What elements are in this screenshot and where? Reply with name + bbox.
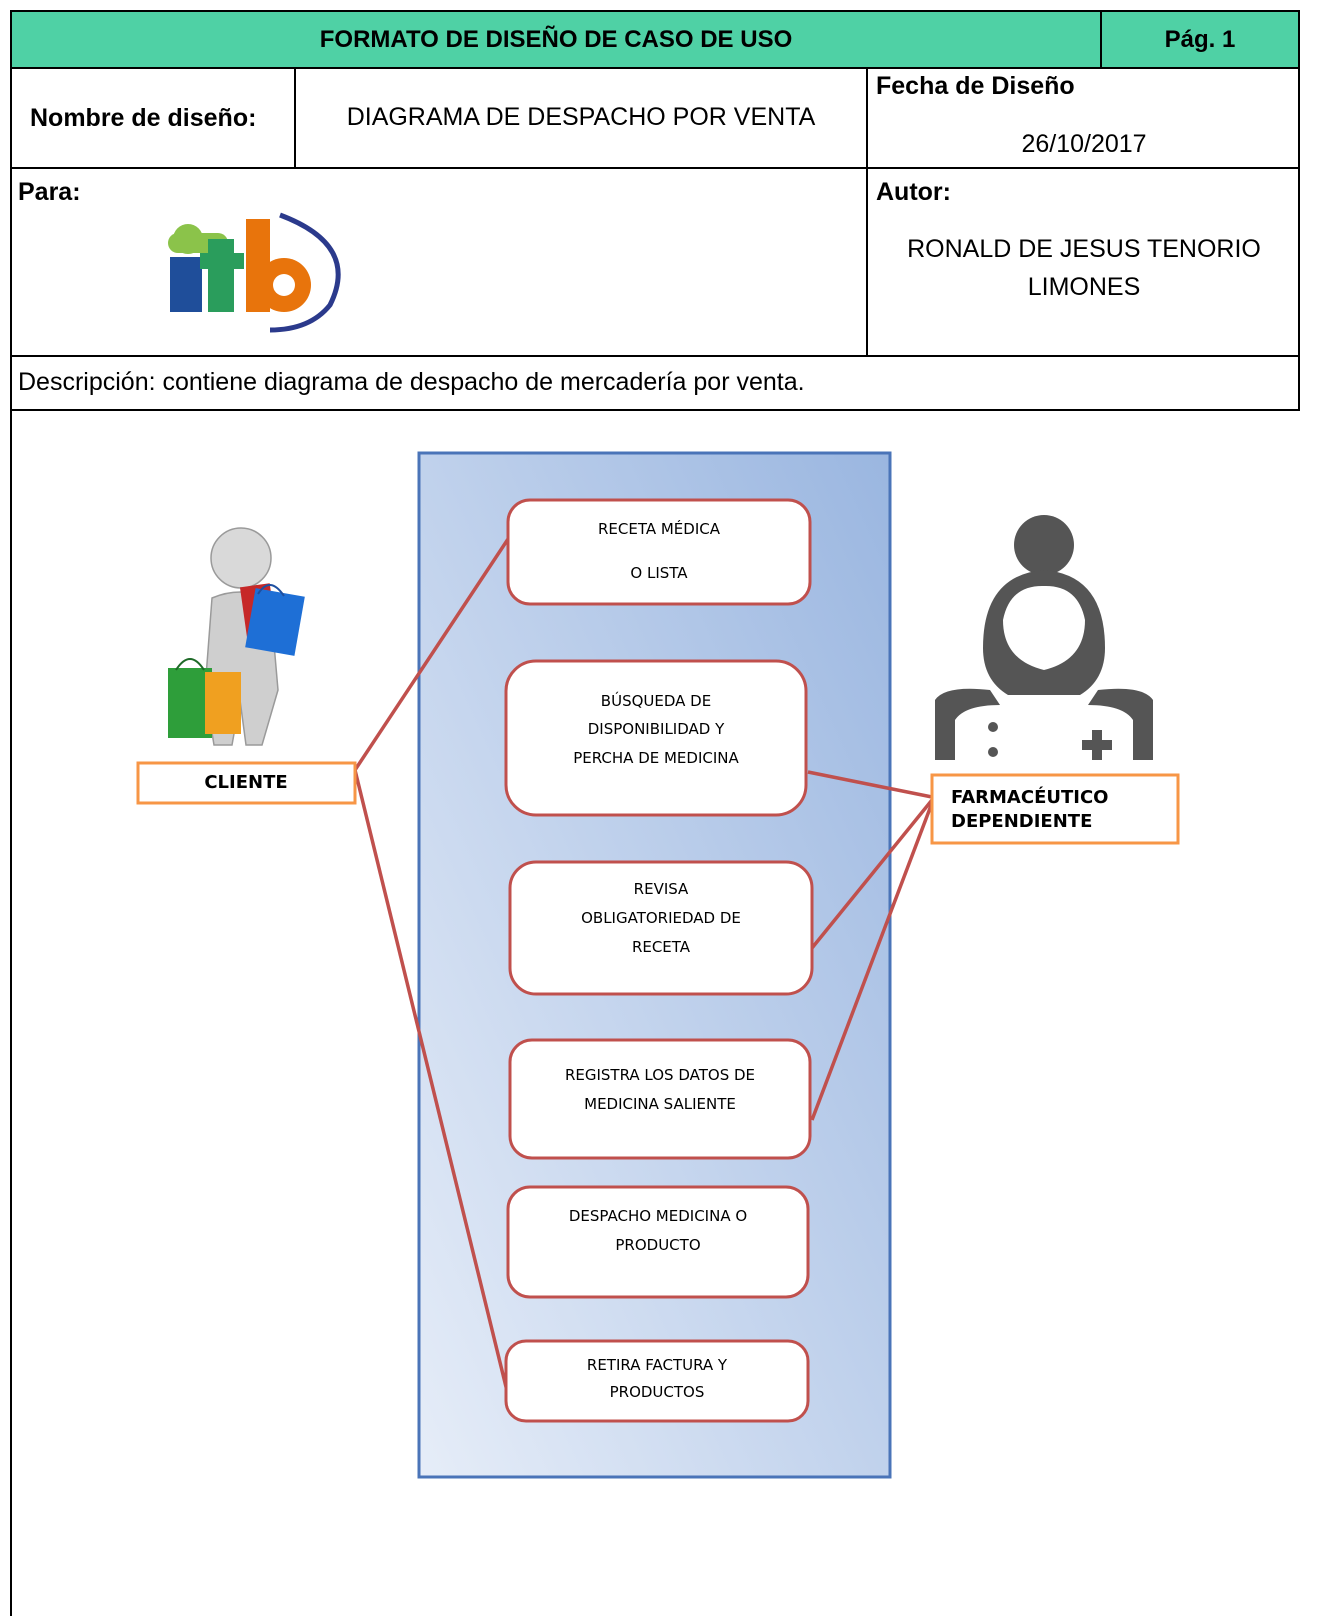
form-title: FORMATO DE DISEÑO DE CASO DE USO — [12, 12, 1100, 67]
design-name-label: Nombre de diseño: — [30, 104, 257, 132]
description: Descripción: contiene diagrama de despac… — [18, 368, 805, 396]
use-case-4-line-2: MEDICINA SALIENTE — [584, 1095, 736, 1113]
connectors — [353, 532, 934, 1396]
use-case-2: BÚSQUEDA DE DISPONIBILIDAD Y PERCHA DE M… — [504, 659, 808, 817]
use-case-6: RETIRA FACTURA Y PRODUCTOS — [504, 1339, 810, 1423]
design-date-label: Fecha de Diseño — [876, 72, 1075, 100]
use-case-5-line-1: DESPACHO MEDICINA O — [569, 1207, 747, 1225]
use-case-6-line-2: PRODUCTOS — [610, 1383, 705, 1401]
author-label: Autor: — [876, 178, 951, 206]
for-label: Para: — [18, 178, 81, 206]
connector-client-receta — [353, 532, 514, 771]
client-actor: CLIENTE — [136, 761, 357, 805]
itb-logo: itb — [168, 212, 341, 333]
use-case-2-line-1: BÚSQUEDA DE — [601, 691, 711, 710]
connector-busqueda-farmaceutico — [807, 770, 933, 799]
author-value: RONALD DE JESUS TENORIO LIMONES — [868, 230, 1300, 306]
use-case-2-line-3: PERCHA DE MEDICINA — [573, 749, 739, 767]
use-case-5-line-2: PRODUCTO — [615, 1236, 700, 1254]
use-case-1-line-1: RECETA MÉDICA — [598, 519, 721, 538]
author-line-2: LIMONES — [1027, 273, 1141, 301]
use-case-3-line-2: OBLIGATORIEDAD DE — [581, 909, 741, 927]
client-figure-icon — [168, 527, 305, 746]
pharmacist-actor: FARMACÉUTICO DEPENDIENTE — [930, 773, 1180, 845]
use-case-3-line-3: RECETA — [632, 938, 691, 956]
pharmacist-label-line-2: DEPENDIENTE — [951, 811, 1092, 832]
design-date-value: 26/10/2017 — [1021, 130, 1147, 158]
connector-revisa-farmaceutico — [810, 798, 934, 950]
use-case-4-line-1: REGISTRA LOS DATOS DE — [565, 1066, 755, 1084]
use-case-3: REVISA OBLIGATORIEDAD DE RECETA — [508, 860, 814, 996]
use-case-5: DESPACHO MEDICINA O PRODUCTO — [506, 1185, 810, 1299]
use-case-1-line-2: O LISTA — [630, 564, 688, 582]
client-label: CLIENTE — [204, 772, 287, 793]
connector-client-retira — [353, 769, 510, 1396]
author-line-1: RONALD DE JESUS TENORIO — [907, 235, 1261, 263]
design-name-value: DIAGRAMA DE DESPACHO POR VENTA — [346, 103, 816, 131]
page-number: Pág. 1 — [1102, 12, 1298, 67]
use-case-6-line-1: RETIRA FACTURA Y — [587, 1356, 728, 1374]
connector-registra-farmaceutico — [810, 802, 934, 1121]
pharmacist-label-line-1: FARMACÉUTICO — [951, 786, 1108, 808]
use-case-2-line-2: DISPONIBILIDAD Y — [588, 720, 725, 738]
use-case-1: RECETA MÉDICA O LISTA — [506, 498, 812, 606]
use-case-3-line-1: REVISA — [634, 880, 689, 898]
pharmacist-figure-icon — [935, 515, 1153, 760]
use-case-4: REGISTRA LOS DATOS DE MEDICINA SALIENTE — [508, 1038, 812, 1160]
